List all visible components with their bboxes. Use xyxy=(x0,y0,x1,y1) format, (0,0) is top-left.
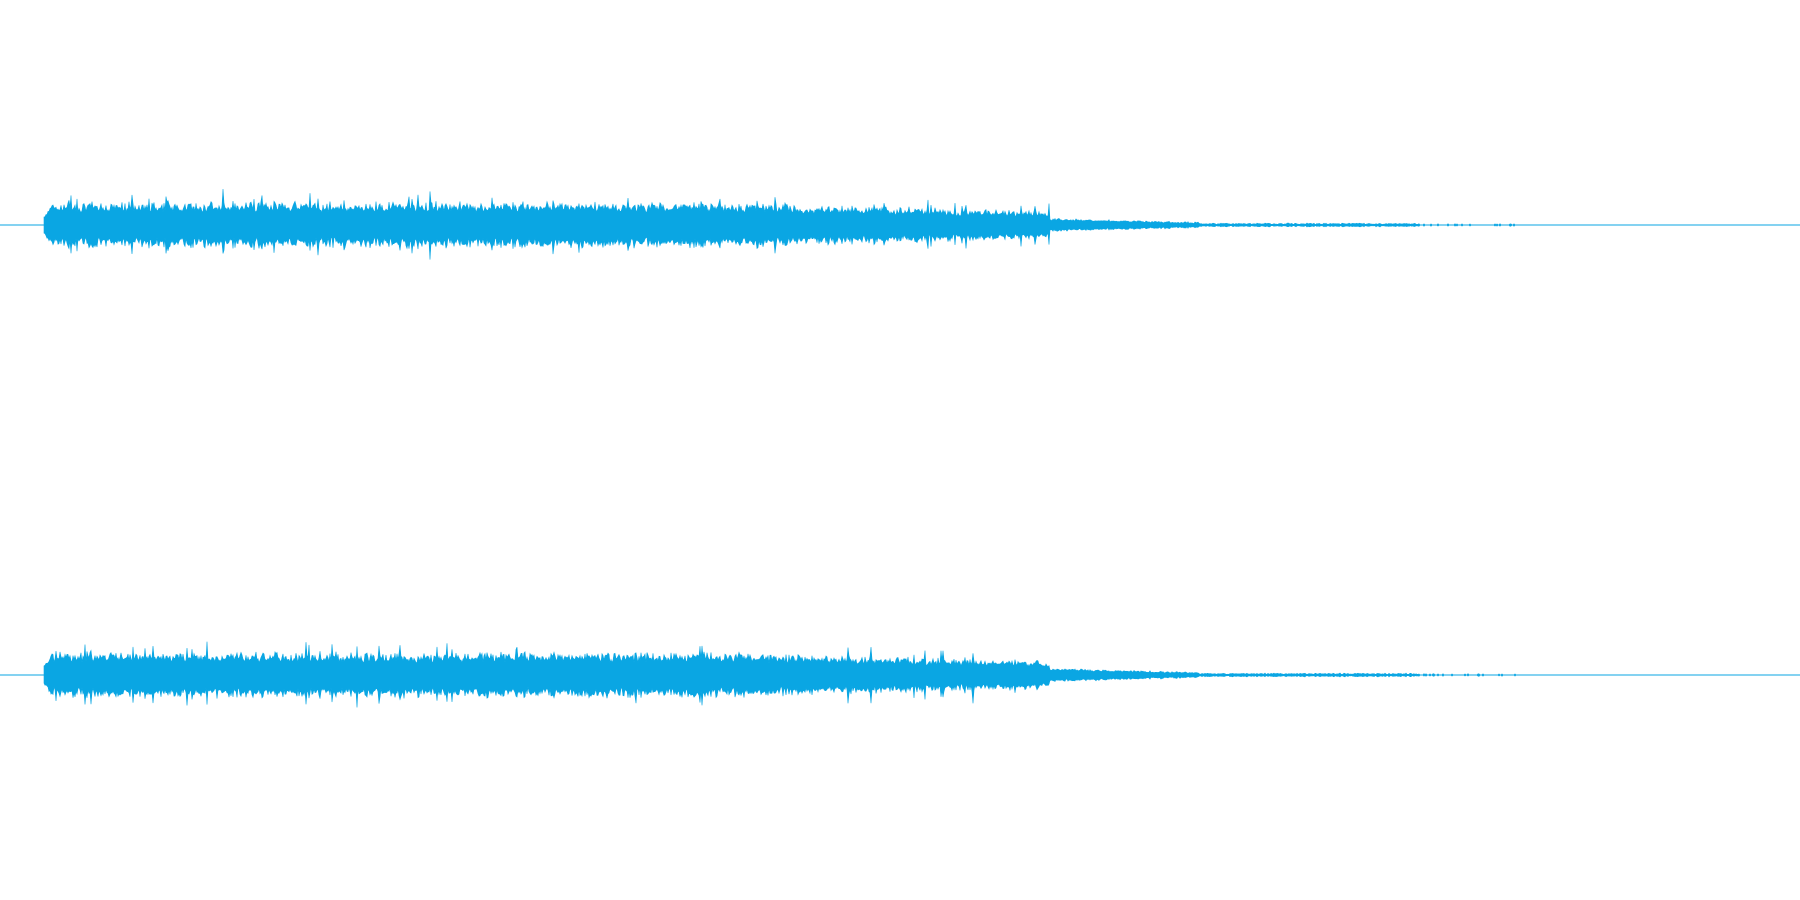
channel-2-waveform xyxy=(0,641,1800,708)
channel-1-envelope xyxy=(43,188,1521,260)
channel-2-envelope xyxy=(43,641,1521,708)
channel-1-waveform xyxy=(0,188,1800,260)
